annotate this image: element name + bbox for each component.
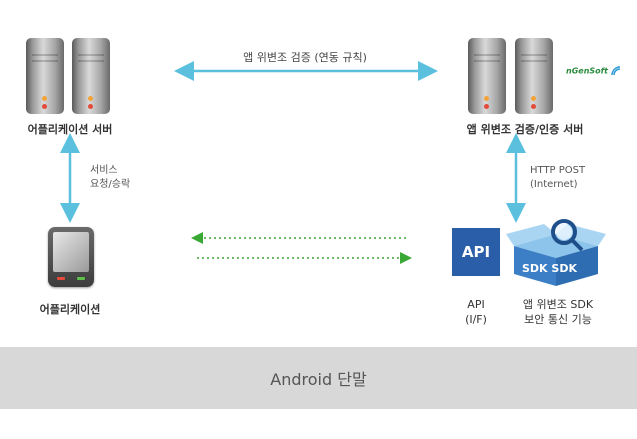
verify-server-unit-1: [468, 38, 506, 114]
app-server-label: 어플리케이션 서버: [27, 123, 113, 136]
android-device-band: [0, 347, 637, 409]
sdk-label: 앱 위변조 SDK 보안 통신 기능: [503, 297, 613, 327]
verify-server-unit-2: [515, 38, 553, 114]
left-arrow-label-line2: 요청/승락: [90, 179, 131, 190]
android-device-label: Android 단말: [270, 370, 367, 389]
sdk-box-text: SDK SDK: [522, 262, 577, 275]
sdk-label-line1: 앱 위변조 SDK: [522, 298, 594, 311]
ngensoft-logo: nGenSoft: [566, 66, 621, 76]
api-box: API: [452, 228, 500, 276]
left-arrow-label: 서비스 요청/승락: [90, 164, 130, 192]
app-server-unit-2: [72, 38, 110, 114]
sdk-label-line2: 보안 통신 기능: [524, 313, 592, 326]
application-label: 어플리케이션: [39, 303, 101, 316]
sdk-box-graphic: [506, 219, 606, 286]
right-arrow-label-line1: HTTP POST: [530, 165, 586, 176]
api-label-line1: API: [467, 298, 485, 311]
right-arrow-label: HTTP POST (Internet): [530, 164, 585, 192]
api-label-line2: (I/F): [465, 313, 487, 326]
phone-icon: [48, 227, 94, 287]
left-arrow-label-line1: 서비스: [90, 165, 118, 176]
right-arrow-label-line2: (Internet): [530, 179, 578, 190]
verify-server-label: 앱 위변조 검증/인증 서버: [466, 123, 584, 136]
top-arrow-label: 앱 위변조 검증 (연동 규칙): [243, 51, 367, 64]
sdk-box-icon: SDK SDK: [506, 216, 606, 288]
api-box-text: API: [461, 243, 491, 261]
signal-icon: [611, 66, 620, 76]
api-label: API (I/F): [446, 297, 506, 327]
app-server-unit-1: [26, 38, 64, 114]
